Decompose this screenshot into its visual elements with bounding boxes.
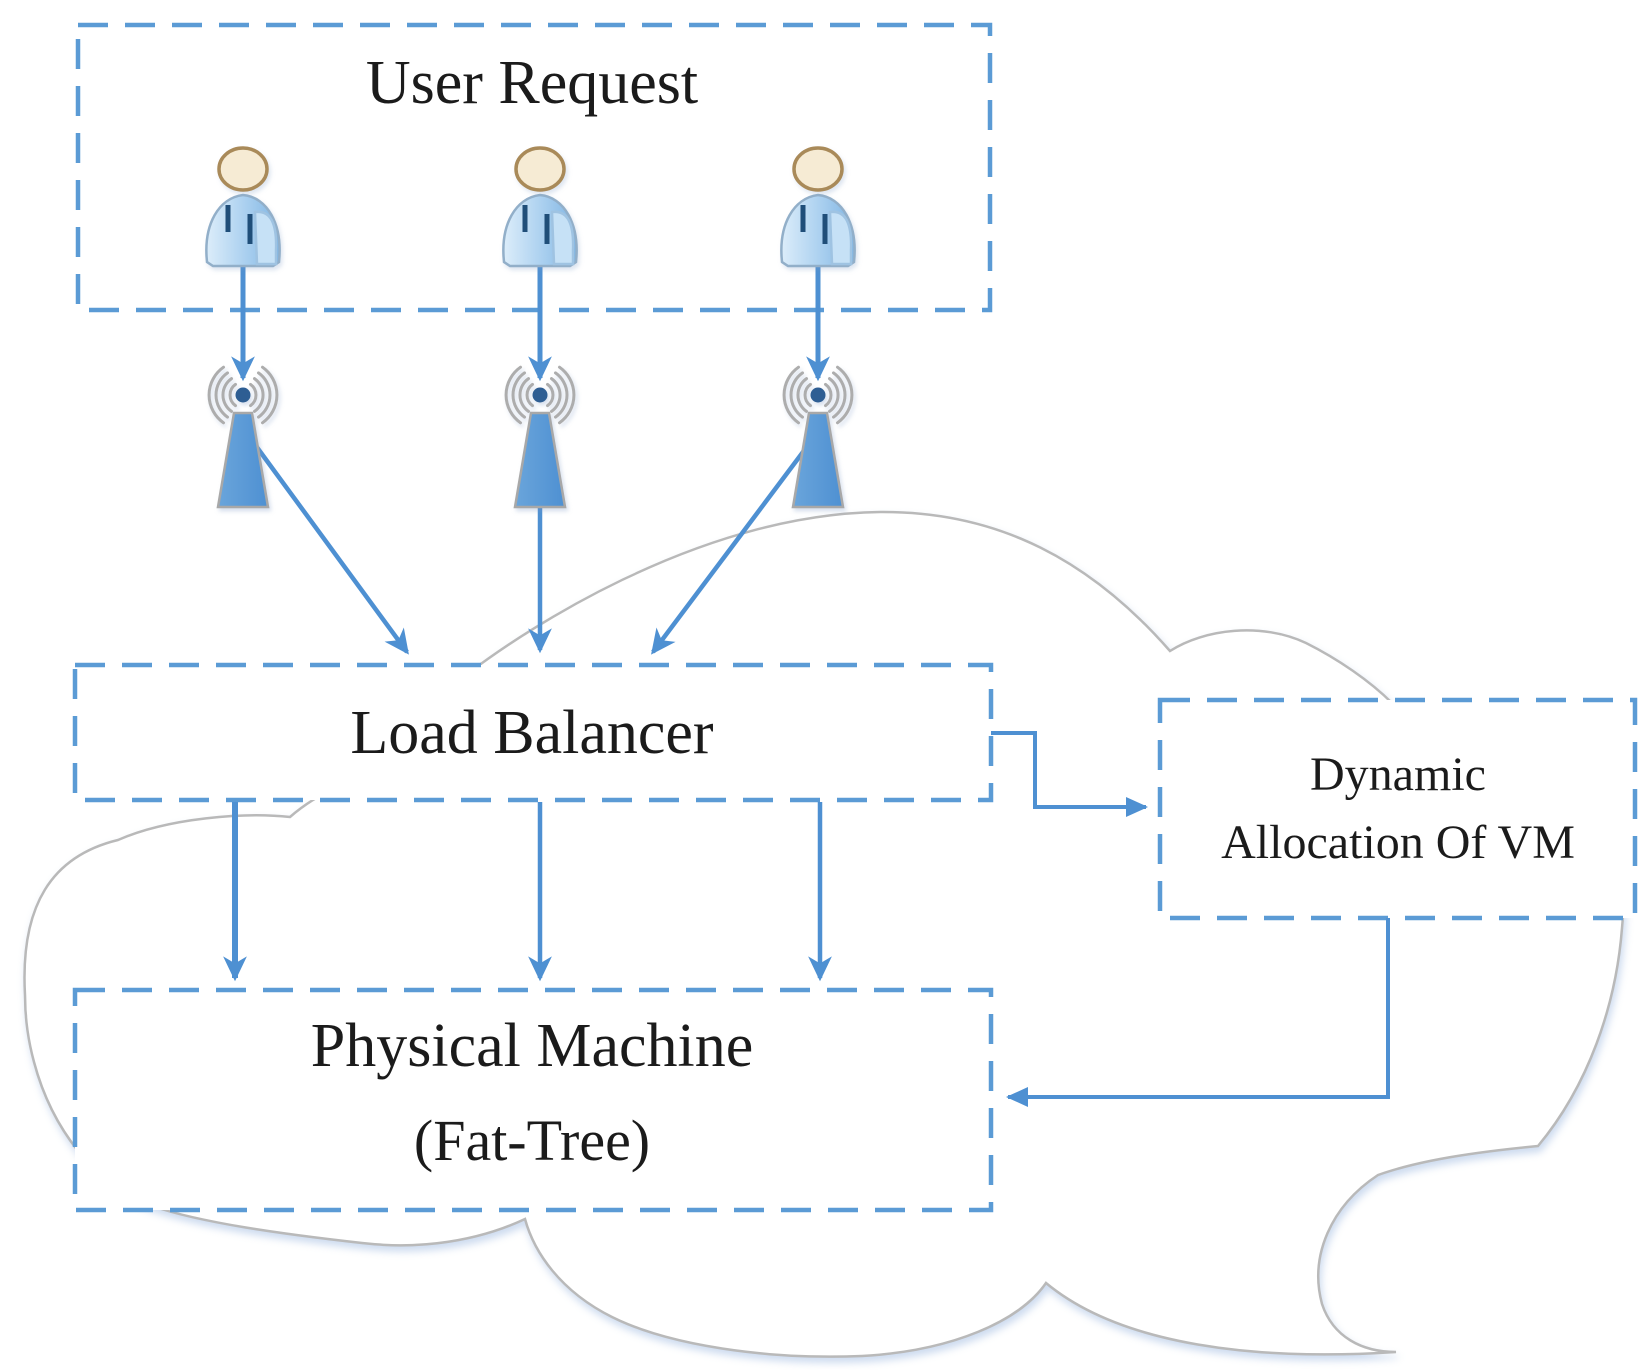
load-balancer-box [72, 662, 994, 803]
dynamic-allocation-label-line2: Allocation Of VM [1221, 816, 1575, 869]
arrow-antenna1-to-load-balancer [254, 444, 409, 655]
arrow-lb-to-dynamic-allocation [991, 731, 1148, 817]
arrow-antenna3-to-load-balancer [651, 438, 814, 655]
physical-machine-box [72, 987, 994, 1213]
load-balancer-label: Load Balancer [350, 699, 714, 767]
dynamic-allocation-label-line1: Dynamic [1310, 748, 1486, 801]
user-request-label: User Request [366, 49, 698, 117]
physical-machine-label-line2: (Fat-Tree) [414, 1108, 650, 1173]
dynamic-allocation-box [1157, 697, 1638, 921]
physical-machine-label-line1: Physical Machine [311, 1012, 754, 1080]
arrow-dynamic-allocation-to-pm [1006, 918, 1390, 1107]
